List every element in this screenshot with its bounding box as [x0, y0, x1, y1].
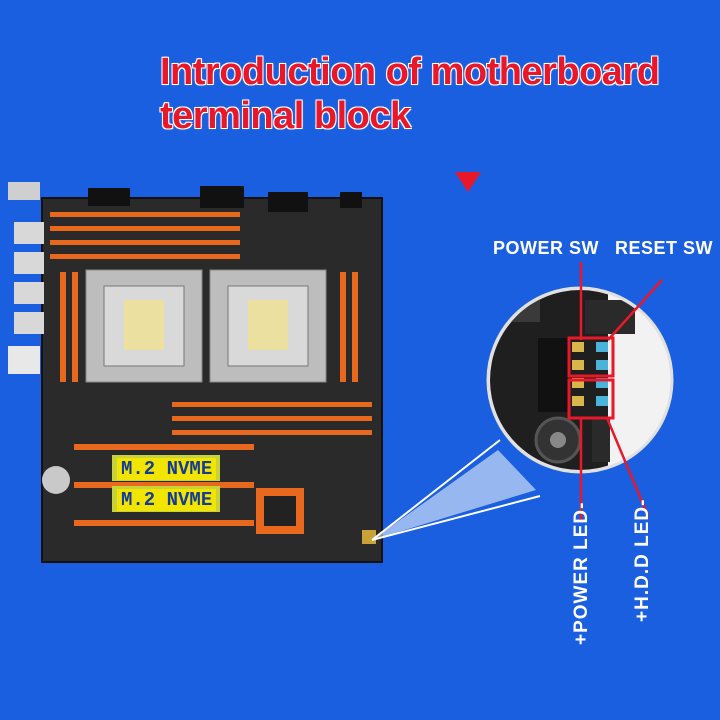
- m2-slot-label: M.2 NVME: [117, 458, 217, 480]
- zoom-magnifier: [486, 286, 674, 474]
- cpu-socket-left: [85, 269, 203, 383]
- hdd-led-label: +H.D.D LED-: [632, 498, 653, 622]
- title-line-2: terminal block: [160, 95, 411, 137]
- power-led-label: +POWER LED-: [571, 501, 592, 645]
- title-line-1: Introduction of motherboard: [160, 51, 660, 93]
- down-arrow-icon: [455, 172, 481, 192]
- cpu-socket-right: [209, 269, 327, 383]
- m2-slot-label: M.2 NVME: [117, 489, 217, 511]
- page-title: Introduction of motherboard terminal blo…: [160, 50, 720, 138]
- leader-lines: [579, 262, 663, 520]
- power-sw-label: POWER SW: [493, 238, 599, 258]
- reset-sw-label: RESET SW: [615, 238, 714, 258]
- zoom-pointer: [372, 450, 536, 540]
